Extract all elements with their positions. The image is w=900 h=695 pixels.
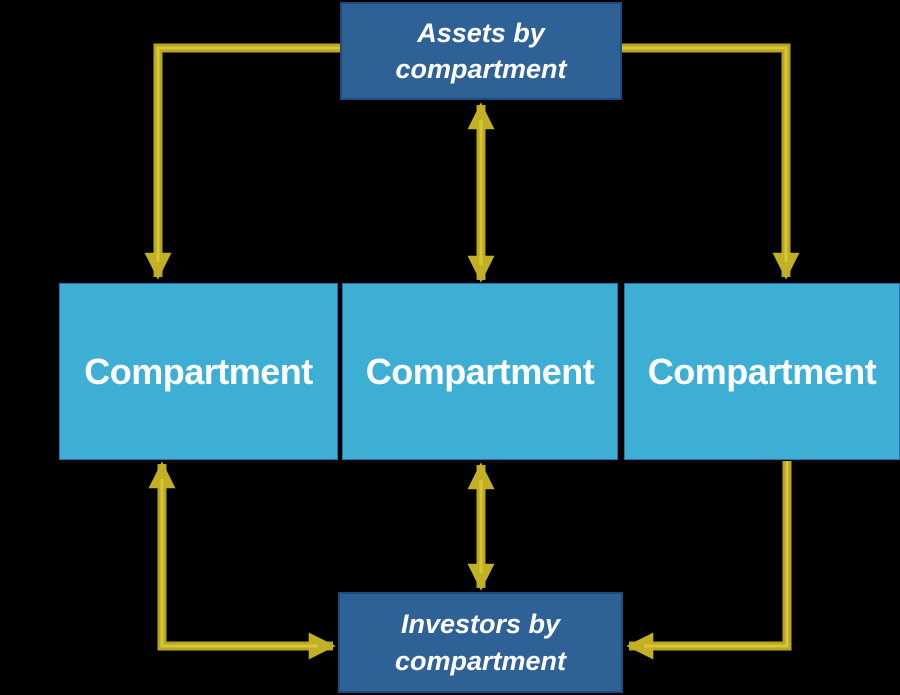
- edge-compartment-left-investors: [148, 461, 336, 660]
- node-investors-label: Investors by compartment: [394, 609, 567, 676]
- node-compartment-right-label: Compartment: [647, 350, 877, 392]
- node-compartment-middle-label: Compartment: [365, 350, 595, 392]
- node-investors-by-compartment: Investors by compartment: [338, 592, 623, 693]
- node-compartment-right: Compartment: [624, 283, 900, 460]
- edge-highlight: [644, 461, 789, 648]
- edge-assets-compartment-left: [144, 43, 340, 280]
- edge-highlight: [160, 479, 318, 648]
- node-compartment-middle: Compartment: [342, 283, 618, 460]
- edge-assets-compartment-right: [622, 43, 800, 280]
- edge-compartment-right-investors: [626, 461, 792, 660]
- edge-highlight: [622, 46, 788, 262]
- node-compartment-left: Compartment: [59, 283, 338, 460]
- node-assets-label: Assets by compartment: [395, 17, 567, 84]
- node-assets-by-compartment: Assets by compartment: [340, 2, 622, 100]
- node-compartment-left-label: Compartment: [84, 350, 313, 392]
- edge-highlight: [156, 46, 340, 262]
